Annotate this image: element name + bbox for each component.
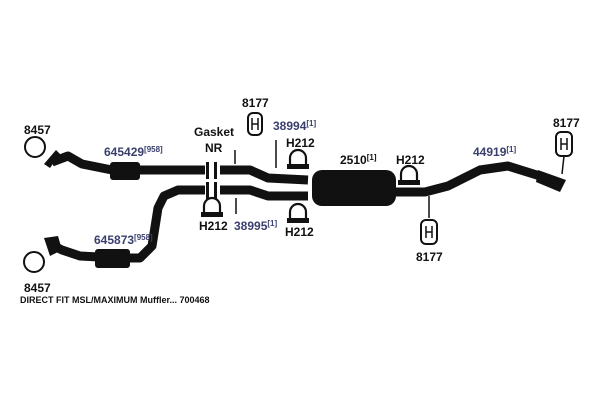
part-label-38995: 38995[1] xyxy=(234,219,277,233)
clamp-icon-bottom-mid xyxy=(287,202,309,223)
part-number: 645873 xyxy=(94,233,134,247)
part-label-645873: 645873[958] xyxy=(94,233,153,247)
clamp-label-bottom-left: H212 xyxy=(199,219,228,233)
hanger-label-bottom: 8177 xyxy=(416,250,443,264)
part-label-2510: 2510[1] xyxy=(340,153,377,167)
part-label-645429: 645429[958] xyxy=(104,145,163,159)
part-number: 2510 xyxy=(340,153,367,167)
gasket-label-line2: NR xyxy=(205,141,223,155)
hanger-icon-right xyxy=(555,131,573,175)
ring-icon-top xyxy=(24,136,46,158)
hanger-icon-top xyxy=(247,112,263,136)
lower-converter xyxy=(95,249,130,268)
part-label-38994: 38994[1] xyxy=(273,119,316,133)
gasket-label-line1: Gasket xyxy=(194,125,234,139)
hanger-label-top: 8177 xyxy=(242,96,269,110)
leader-lines xyxy=(234,140,277,214)
gasket-separators xyxy=(206,162,217,199)
part-number: 645429 xyxy=(104,145,144,159)
part-number: 38995 xyxy=(234,219,268,233)
upper-pipe xyxy=(50,151,309,185)
muffler-body xyxy=(312,170,396,206)
lower-pipe xyxy=(47,185,308,263)
clamp-label-bottom-mid: H212 xyxy=(285,225,314,239)
part-qty: [958] xyxy=(144,145,163,154)
hanger-label-right: 8177 xyxy=(553,116,580,130)
clamp-icon-top-right xyxy=(287,148,309,169)
part-qty: [1] xyxy=(267,219,277,228)
part-number: 38994 xyxy=(273,119,307,133)
clamp-label-top-right: H212 xyxy=(286,136,315,150)
clamp-label-top-muffler: H212 xyxy=(396,153,425,167)
tailpipe-tip xyxy=(536,170,566,192)
clamp-icon-top-muffler xyxy=(398,164,420,185)
part-number: 44919 xyxy=(473,145,507,159)
part-label-44919: 44919[1] xyxy=(473,145,516,159)
ring-icon-bottom xyxy=(23,251,45,273)
hanger-icon-bottom xyxy=(420,196,438,245)
ring-label-top: 8457 xyxy=(24,123,51,137)
part-qty: [1] xyxy=(367,153,377,162)
part-qty: [1] xyxy=(506,145,516,154)
part-qty: [1] xyxy=(306,119,316,128)
ring-label-bottom: 8457 xyxy=(24,281,51,295)
upper-converter xyxy=(110,162,140,180)
lower-flange xyxy=(44,236,62,256)
pipe-assembly xyxy=(47,151,560,263)
part-qty: [958] xyxy=(134,233,153,242)
diagram-caption: DIRECT FIT MSL/MAXIMUM Muffler... 700468 xyxy=(20,295,210,305)
clamp-icon-bottom-left xyxy=(201,196,223,217)
upper-flange xyxy=(44,150,60,168)
